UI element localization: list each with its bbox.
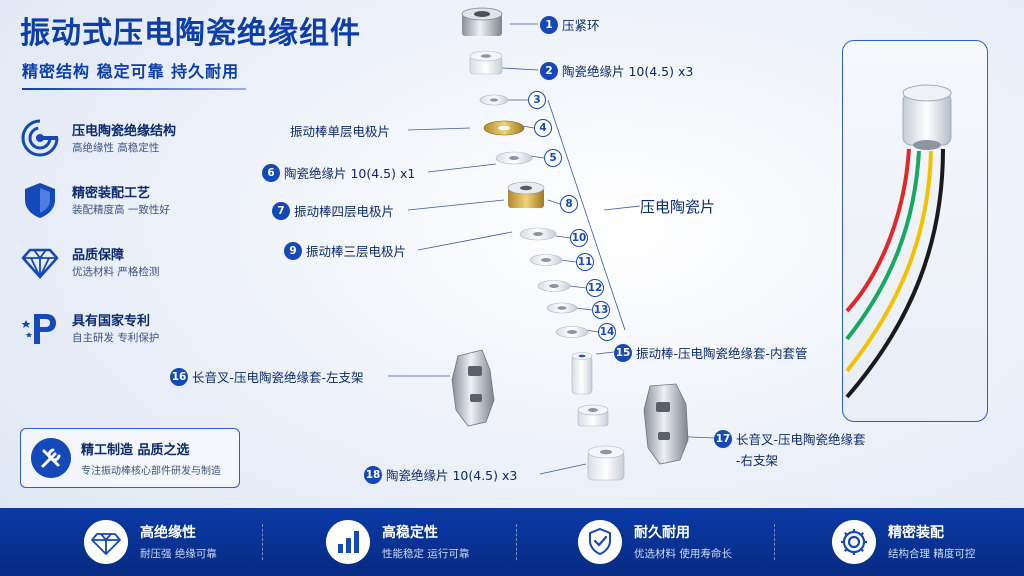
bottom-item-durability: 耐久耐用 优选材料 使用寿命长	[578, 520, 828, 564]
callout-part-10: 10	[570, 229, 592, 247]
part-12-washer	[537, 280, 571, 292]
feature-title: 品质保障	[72, 248, 125, 263]
bottom-item-sub: 优选材料 使用寿命长	[634, 548, 732, 560]
bottom-item-title: 高稳定性	[382, 525, 438, 541]
feature-assembly: 精密装配工艺 装配精度高 一致性好	[20, 180, 240, 224]
feature-patent: 具有国家专利 自主研发 专利保护	[20, 308, 240, 352]
callout-part-5: 5	[544, 149, 566, 167]
diamond-icon	[84, 520, 128, 564]
callout-part-14: 14	[598, 323, 620, 341]
part-16-left-bracket	[451, 349, 495, 427]
part-18-lower-ceramic	[577, 404, 625, 481]
bottom-item-title: 耐久耐用	[634, 525, 690, 541]
mfg-title: 精工制造 品质之选	[81, 443, 190, 458]
bottom-item-precision: 精密装配 结构合理 精度可控	[832, 520, 1024, 564]
mfg-sub: 专注振动棒核心部件研发与制造	[81, 466, 221, 477]
wrench-screwdriver-icon	[31, 438, 71, 478]
callout-part-8: 8	[560, 195, 582, 213]
page-title: 振动式压电陶瓷绝缘组件	[20, 16, 361, 51]
callout-part-13: 13	[592, 301, 614, 319]
shield-check-icon	[578, 520, 622, 564]
bottom-item-stability: 高稳定性 性能稳定 运行可靠	[326, 520, 576, 564]
part-2-ceramic-stack	[469, 50, 503, 75]
part-3-washer	[479, 94, 509, 106]
feature-structure: 压电陶瓷绝缘结构 高绝缘性 高稳定性	[20, 118, 240, 162]
patent-icon	[21, 314, 56, 344]
divider	[262, 524, 263, 560]
part-4-single-electrode	[483, 120, 525, 136]
feature-sub: 优选材料 严格检测	[72, 266, 160, 278]
callout-part-4: 振动棒单层电极片	[290, 124, 391, 139]
shield-check-icon	[25, 183, 55, 218]
feature-title: 压电陶瓷绝缘结构	[72, 124, 177, 139]
part-11-washer	[529, 254, 563, 266]
gear-icon	[832, 520, 876, 564]
part-13-washer	[546, 302, 578, 314]
feature-title: 精密装配工艺	[72, 186, 151, 201]
part-1-compression-ring	[461, 7, 503, 36]
feature-title: 具有国家专利	[72, 314, 151, 329]
bottom-item-sub: 性能稳定 运行可靠	[382, 548, 470, 560]
bottom-item-title: 高绝缘性	[140, 525, 196, 541]
callout-part-11: 11	[576, 253, 598, 271]
page-subtitle: 精密结构 稳定可靠 持久耐用	[22, 62, 240, 81]
feature-sub: 自主研发 专利保护	[72, 332, 160, 344]
part-10-washer	[519, 227, 557, 241]
part-8-four-layer-electrode	[507, 181, 545, 208]
bar-chart-icon	[326, 520, 370, 564]
wire-illustration	[845, 84, 952, 399]
callout-part-12: 12	[586, 279, 608, 297]
bottom-item-sub: 耐压强 绝缘可靠	[140, 548, 217, 560]
manufacturing-box: 精工制造 品质之选 专注振动棒核心部件研发与制造	[20, 428, 240, 488]
part-17-right-bracket	[643, 383, 689, 465]
bottom-item-title: 精密装配	[888, 525, 944, 541]
callout-part-17-line2: -右支架	[736, 453, 779, 468]
divider	[774, 524, 775, 560]
part-14-washer	[555, 326, 589, 338]
bottom-item-insulation: 高绝缘性 耐压强 绝缘可靠	[84, 520, 334, 564]
group-label-piezo-ceramic: 压电陶瓷片	[640, 198, 716, 216]
divider	[516, 524, 517, 560]
target-c-icon	[21, 119, 59, 157]
bottom-feature-bar: 高绝缘性 耐压强 绝缘可靠 高稳定性 性能稳定 运行可靠 耐久耐用 优选材料 使…	[0, 508, 1024, 576]
diamond-icon	[21, 248, 59, 280]
callout-part-3: 3	[528, 91, 550, 109]
callout-part-4-num: 4	[534, 119, 556, 137]
part-15-inner-sleeve	[571, 352, 593, 395]
header-divider	[22, 88, 246, 90]
leader-lines	[388, 23, 715, 475]
bottom-item-sub: 结构合理 精度可控	[888, 548, 976, 560]
feature-sub: 装配精度高 一致性好	[72, 204, 170, 216]
feature-quality: 品质保障 优选材料 严格检测	[20, 242, 240, 286]
part-5-washer	[495, 151, 533, 165]
feature-sub: 高绝缘性 高稳定性	[72, 142, 160, 154]
wire-detail-panel	[842, 40, 988, 422]
